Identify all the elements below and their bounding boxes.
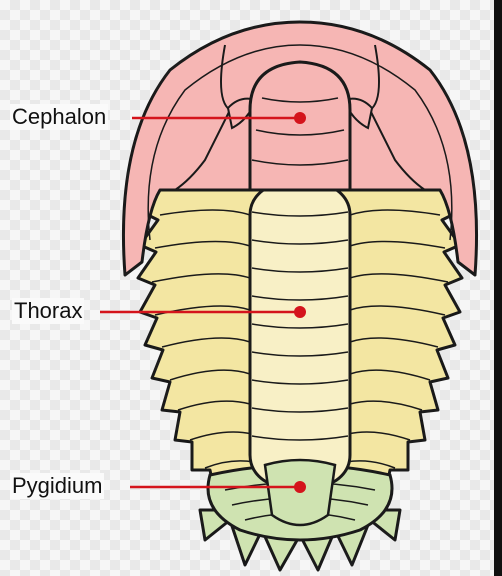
glabella xyxy=(250,62,350,190)
right-edge-bar xyxy=(494,0,502,576)
label-pygidium: Pygidium xyxy=(10,473,104,499)
label-cephalon: Cephalon xyxy=(10,104,108,130)
label-thorax: Thorax xyxy=(12,298,84,324)
